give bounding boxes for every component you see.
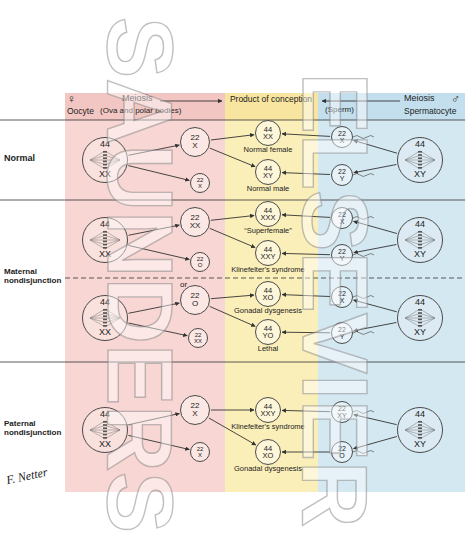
autosome-count: 44 bbox=[264, 287, 272, 295]
sex-chromosomes: XXX bbox=[260, 214, 275, 222]
polar-body: 22X bbox=[190, 173, 210, 193]
autosome-count: 44 bbox=[264, 246, 272, 254]
signature: F. Netter bbox=[5, 466, 49, 488]
spermatocyte-cell: 44XY bbox=[397, 407, 443, 453]
header-label: Meiosis bbox=[404, 94, 435, 104]
watermark: SAUNDERS bbox=[94, 17, 186, 533]
spermatocyte-cell: 44XY bbox=[397, 295, 443, 341]
autosome-count: 22 bbox=[191, 292, 200, 300]
autosome-count: 22 bbox=[191, 134, 200, 142]
spermatocyte-cell: 44XY bbox=[397, 217, 443, 263]
sex-chromosomes: O bbox=[192, 300, 198, 308]
polar-body: 22X bbox=[190, 442, 210, 462]
sex-chromosomes: XY bbox=[414, 328, 426, 337]
autosome-count: 22 bbox=[191, 214, 200, 222]
sex-chromosomes: XXY bbox=[260, 253, 275, 261]
polar-body: 22O bbox=[190, 252, 210, 272]
sex-chromosomes: X bbox=[198, 183, 202, 189]
sex-chromosomes: YO bbox=[263, 332, 274, 340]
autosome-count: 44 bbox=[415, 140, 425, 149]
sex-chromosomes: XY bbox=[414, 170, 426, 179]
header-symbol: ♀ bbox=[67, 93, 76, 106]
autosome-count: 44 bbox=[264, 445, 272, 453]
outcome-label: Lethal bbox=[258, 345, 278, 353]
sex-chromosomes: O bbox=[198, 262, 203, 268]
sex-chromosomes: XO bbox=[263, 452, 274, 460]
autosome-count: 44 bbox=[264, 165, 272, 173]
row-line bbox=[0, 200, 465, 201]
outcome-label: Normal female bbox=[244, 146, 293, 154]
outcome-label: Normal male bbox=[247, 185, 290, 193]
sex-chromosomes: XX bbox=[190, 222, 201, 230]
header-label: Spermatocyte bbox=[404, 107, 456, 116]
meiosis-arrow bbox=[211, 410, 254, 411]
spindle-symbol bbox=[405, 151, 435, 169]
autosome-count: 22 bbox=[197, 256, 204, 262]
zygote-cell: 44YOLethal bbox=[255, 319, 281, 345]
autosome-count: 44 bbox=[415, 298, 425, 307]
autosome-count: 44 bbox=[415, 220, 425, 229]
autosome-count: 44 bbox=[415, 410, 425, 419]
sex-chromosomes: X bbox=[192, 410, 197, 418]
spindle-symbol bbox=[405, 231, 435, 249]
autosome-count: 22 bbox=[197, 446, 204, 452]
spindle-symbol bbox=[405, 309, 435, 327]
autosome-count: 22 bbox=[191, 402, 200, 410]
header-symbol: ♂ bbox=[451, 93, 460, 106]
zygote-cell: 44XOGonadal dysgenesis bbox=[255, 281, 281, 307]
row-label: Maternal nondisjunction bbox=[4, 268, 66, 286]
spindle-symbol bbox=[405, 421, 435, 439]
row-line bbox=[0, 120, 465, 121]
meiosis-arrow bbox=[211, 216, 254, 221]
zygote-cell: 44XXNormal female bbox=[255, 120, 281, 146]
autosome-count: 44 bbox=[264, 126, 272, 134]
zygote-cell: 44XXX“Superfemale” bbox=[255, 201, 281, 227]
sex-chromosomes: XY bbox=[263, 172, 273, 180]
sex-chromosomes: XO bbox=[263, 294, 274, 302]
autosome-count: 44 bbox=[264, 325, 272, 333]
meiosis-arrow bbox=[211, 295, 254, 299]
sex-chromosomes: XY bbox=[414, 250, 426, 259]
zygote-cell: 44XXYKlinefelter's syndrome bbox=[255, 240, 281, 266]
sex-chromosomes: XY bbox=[414, 440, 426, 449]
sex-chromosomes: XXY bbox=[260, 410, 275, 418]
autosome-count: 22 bbox=[197, 177, 204, 183]
zygote-cell: 44XYNormal male bbox=[255, 159, 281, 185]
zygote-cell: 44XXYKlinefelter's syndrome bbox=[255, 397, 281, 423]
watermark: ELSEVIER bbox=[289, 72, 381, 527]
autosome-count: 44 bbox=[264, 403, 272, 411]
outcome-label: “Superfemale” bbox=[244, 227, 292, 235]
sex-chromosomes: X bbox=[192, 142, 197, 150]
row-label: Normal bbox=[4, 154, 35, 164]
header-label: Oocyte bbox=[67, 107, 94, 116]
row-label: Paternal nondisjunction bbox=[4, 420, 66, 438]
sex-chromosomes: XX bbox=[194, 338, 202, 344]
autosome-count: 22 bbox=[195, 332, 202, 338]
zygote-cell: 44XOGonadal dysgenesis bbox=[255, 439, 281, 465]
meiosis-arrow bbox=[211, 135, 254, 140]
autosome-count: 44 bbox=[264, 207, 272, 215]
polar-body: 22XX bbox=[188, 328, 208, 348]
sex-chromosomes: X bbox=[198, 452, 202, 458]
sex-chromosomes: XX bbox=[263, 133, 273, 141]
spermatocyte-cell: 44XY bbox=[397, 137, 443, 183]
row-line bbox=[0, 362, 465, 363]
